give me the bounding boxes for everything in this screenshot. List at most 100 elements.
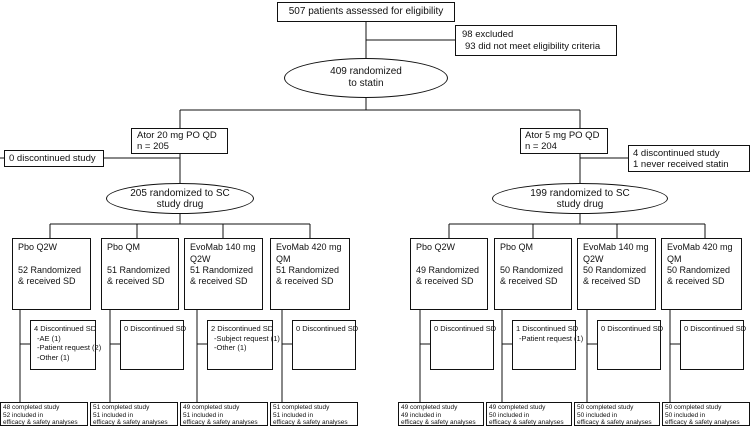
right-sc-line1: 199 randomized to SC xyxy=(530,187,630,199)
arm-name: EvoMab 420 mg xyxy=(276,242,342,252)
analyses-text: efficacy & safety analyses xyxy=(273,419,348,426)
right-discontinued-line2: 1 never received statin xyxy=(633,159,729,170)
completed-text: 50 completed study xyxy=(577,404,634,411)
included-text: 49 included in xyxy=(401,411,442,419)
disc-line-1: 0 Discontinued SD xyxy=(434,324,497,333)
disc-line-1: 1 Discontinued SD xyxy=(516,324,579,333)
included-text: 52 included in xyxy=(3,411,44,419)
left-arm-3-discontinued-box: 2 Discontinued SD -Subject request (1) -… xyxy=(207,320,280,370)
arm-name-2 xyxy=(500,254,566,265)
disc-line-1: 0 Discontinued SD xyxy=(684,324,747,333)
arm-name-2: Q2W xyxy=(190,253,211,264)
arm-name-2: Q2W xyxy=(583,253,604,264)
analyses-text: efficacy & safety analyses xyxy=(3,419,78,426)
right-arm-4-box: EvoMab 420 mg QM 50 Randomized & receive… xyxy=(661,238,742,310)
left-arm-1-box: Pbo Q2W 52 Randomized & received SD xyxy=(12,238,91,310)
left-group-line2: n = 205 xyxy=(137,141,169,152)
left-arm-3-box: EvoMab 140 mg Q2W 51 Randomized & receiv… xyxy=(184,238,263,310)
disc-line-2: -Patient request (1) xyxy=(519,333,584,343)
randomized-statin-line1: 409 randomized xyxy=(330,66,402,77)
arm-randomized: 52 Randomized xyxy=(18,264,82,275)
left-arm-4-box: EvoMab 420 mg QM 51 Randomized & receive… xyxy=(270,238,350,310)
disc-line-4: -Other (1) xyxy=(37,352,70,362)
arm-name-2 xyxy=(18,254,85,265)
included-text: 51 included in xyxy=(93,411,134,419)
analyses-text: efficacy & safety analyses xyxy=(93,419,168,426)
right-arm-3-discontinued-box: 0 Discontinued SD xyxy=(597,320,664,370)
right-arm-1-discontinued-box: 0 Discontinued SD xyxy=(430,320,497,370)
right-arm-1-box: Pbo Q2W 49 Randomized & received SD xyxy=(410,238,488,310)
arm-name-2: QM xyxy=(276,253,291,264)
completed-text: 50 completed study xyxy=(665,404,722,411)
arm-name-2 xyxy=(107,254,173,265)
left-sc-ellipse: 205 randomized to SC study drug xyxy=(106,183,254,214)
included-text: 50 included in xyxy=(489,411,530,419)
arm-received: & received SD xyxy=(500,276,558,286)
disc-line-1: 2 Discontinued SD xyxy=(211,324,274,333)
analyses-text: efficacy & safety analyses xyxy=(577,419,652,426)
included-text: 50 included in xyxy=(577,411,618,419)
arm-received: & received SD xyxy=(667,276,725,286)
arm-randomized: 51 Randomized xyxy=(190,264,254,275)
right-group-box: Ator 5 mg PO QD n = 204 xyxy=(520,128,608,154)
right-discontinued-box: 4 discontinued study 1 never received st… xyxy=(628,145,750,172)
included-text: 51 included in xyxy=(273,411,314,419)
disc-line-1: 0 Discontinued SD xyxy=(601,324,664,333)
completed-text: 51 completed study xyxy=(93,404,150,411)
arm-randomized: 50 Randomized xyxy=(500,264,564,275)
arm-name: EvoMab 140 mg xyxy=(583,242,649,252)
disc-line-2: -AE (1) xyxy=(37,333,61,343)
left-discontinued-text: 0 discontinued study xyxy=(9,153,96,164)
right-sc-ellipse: 199 randomized to SC study drug xyxy=(492,183,668,214)
arm-randomized: 49 Randomized xyxy=(416,264,480,275)
assessed-text: 507 patients assessed for eligibility xyxy=(288,6,444,17)
arm-received: & received SD xyxy=(416,276,474,286)
disc-line-1: 0 Discontinued SD xyxy=(124,324,187,333)
arm-received: & received SD xyxy=(276,276,334,286)
completed-text: 49 completed study xyxy=(401,404,458,411)
excluded-box: 98 excluded 93 did not meet eligibility … xyxy=(455,25,617,56)
right-arm-2-discontinued-box: 1 Discontinued SD -Patient request (1) xyxy=(512,320,584,370)
arm-name-2 xyxy=(416,254,482,265)
arm-randomized: 51 Randomized xyxy=(107,264,171,275)
assessed-box: 507 patients assessed for eligibility xyxy=(277,2,455,22)
arm-received: & received SD xyxy=(18,276,76,286)
arm-name: EvoMab 140 mg xyxy=(190,242,256,252)
arm-received: & received SD xyxy=(107,276,165,286)
left-group-box: Ator 20 mg PO QD n = 205 xyxy=(131,128,228,154)
completed-text: 51 completed study xyxy=(273,404,330,411)
arm-name: Pbo QM xyxy=(107,242,141,252)
included-text: 51 included in xyxy=(183,411,224,419)
arm-name: Pbo QM xyxy=(500,242,534,252)
completed-text: 49 completed study xyxy=(183,404,240,411)
right-group-line2: n = 204 xyxy=(525,141,557,152)
randomized-statin-line2: to statin xyxy=(348,78,384,89)
arm-randomized: 51 Randomized xyxy=(276,264,340,275)
arm-randomized: 50 Randomized xyxy=(667,264,731,275)
excluded-reason: 93 did not meet eligibility criteria xyxy=(465,41,601,52)
right-arm-2-box: Pbo QM 50 Randomized & received SD xyxy=(494,238,572,310)
disc-line-3: -Other (1) xyxy=(214,343,247,352)
left-sc-line1: 205 randomized to SC xyxy=(130,187,230,199)
arm-received: & received SD xyxy=(583,276,641,286)
analyses-text: efficacy & safety analyses xyxy=(183,419,258,426)
disc-line-1: 4 Discontinued SD xyxy=(34,324,97,333)
arm-name: EvoMab 420 mg xyxy=(667,242,733,252)
left-discontinued-box: 0 discontinued study xyxy=(4,150,104,167)
disc-line-2: -Subject request (1) xyxy=(214,333,280,343)
right-discontinued-line1: 4 discontinued study xyxy=(633,148,720,159)
analyses-text: efficacy & safety analyses xyxy=(401,419,476,426)
completed-text: 48 completed study xyxy=(3,404,60,411)
included-text: 50 included in xyxy=(665,411,706,419)
left-group-line1: Ator 20 mg PO QD xyxy=(137,130,217,141)
arm-name: Pbo Q2W xyxy=(416,242,456,252)
